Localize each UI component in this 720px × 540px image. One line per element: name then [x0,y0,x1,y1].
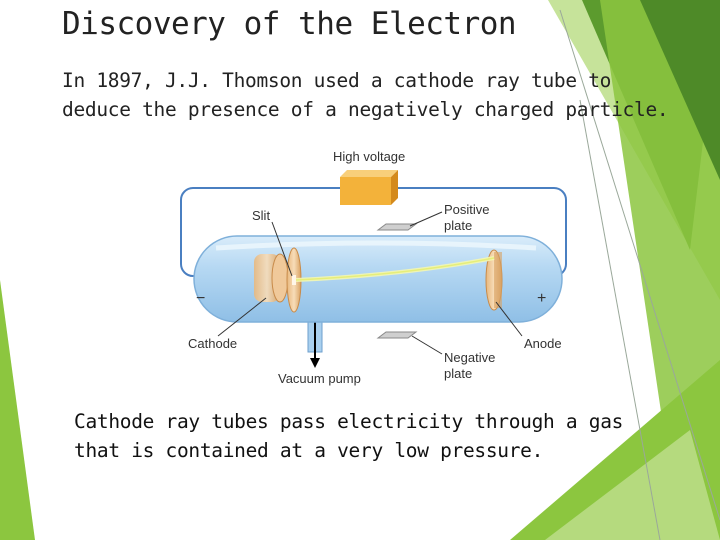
negative-plate-leader-line [411,335,443,355]
thin-line-1 [559,9,720,521]
high-voltage-box [340,170,398,205]
slit-label: Slit [252,208,270,223]
positive-plate-label-line-2: plate [444,218,472,233]
glass-tube [193,235,563,323]
caption-line-1: Cathode ray tubes pass electricity throu… [74,410,624,433]
high-voltage-label: High voltage [333,149,405,164]
vacuum-pump-arrowhead [310,358,320,368]
cathode-ray-tube-diagram: High voltage Slit Positive plate − + Cat… [180,149,567,386]
intro-line-1: In 1897, J.J. Thomson used a cathode ray… [62,69,612,92]
anode-leader-line [495,301,523,337]
anode-electrode [485,249,503,311]
negative-plate [376,331,418,339]
positive-plate-label-line-1: Positive [444,202,490,217]
plus-sign: + [537,290,546,307]
vacuum-pump-label: Vacuum pump [278,371,361,386]
electron-beam-core [295,257,495,281]
caption-text: Cathode ray tubes pass electricity throu… [74,407,634,465]
intro-text: In 1897, J.J. Thomson used a cathode ray… [62,66,682,124]
negative-plate-label-line-1: Negative [444,350,495,365]
positive-plate-leader-line [409,211,443,227]
cathode-leader-line [217,297,267,337]
slide-title: Discovery of the Electron [62,6,517,42]
cathode-label: Cathode [188,336,237,351]
positive-plate [376,223,418,231]
bottom-right-light-triangle [545,430,720,540]
thin-line-2 [579,99,661,540]
right-dark-sliver [640,0,720,180]
minus-sign: − [196,290,205,307]
intro-line-2: deduce the presence of a negatively char… [62,98,669,121]
tube-highlight [215,240,537,251]
slit-leader-line [271,221,293,277]
negative-plate-label-line-2: plate [444,366,472,381]
anode-label: Anode [524,336,562,351]
cathode-electrode [254,253,289,303]
left-green-triangle [0,280,35,540]
caption-line-2: that is contained at a very low pressure… [74,439,544,462]
